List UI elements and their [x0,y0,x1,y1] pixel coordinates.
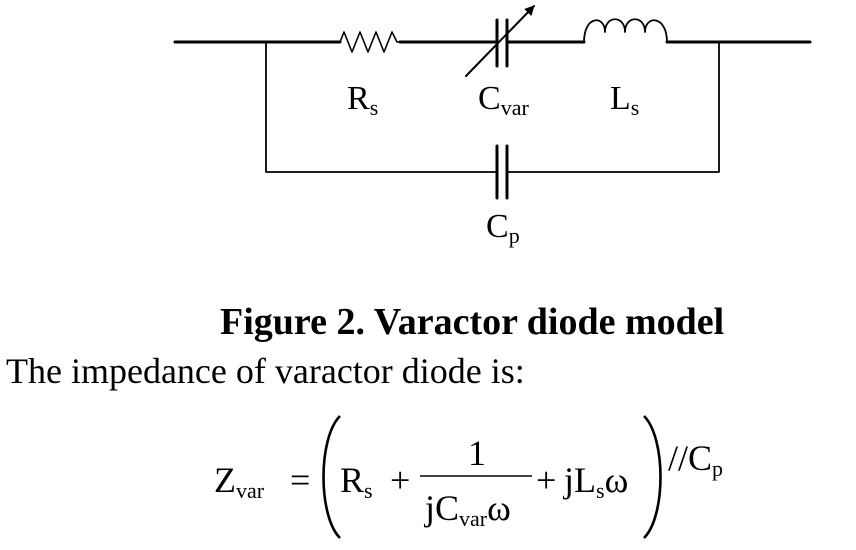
eq-term-ls: jLsω [564,460,629,502]
parallel-branch-left [265,41,497,173]
eq-lhs: Zvar [214,460,264,502]
label-ls: Ls [610,80,639,119]
eq-term-rs-sub: s [364,478,373,503]
label-cvar: Cvar [478,80,529,119]
label-rs: Rs [347,80,378,119]
eq-parallel-cp: //Cp [668,438,723,480]
label-cvar-sub: var [500,95,529,120]
inductor-ls [583,18,668,43]
figure-caption: Figure 2. Varactor diode model [220,301,725,343]
eq-term-ls-main: L [574,460,597,500]
body-text: The impedance of varactor diode is: [6,351,525,391]
eq-term-rs: Rs [340,460,373,502]
eq-term-ls-sub: s [596,478,605,503]
eq-plus-2: + [536,460,557,500]
cvar-arrow [465,5,535,77]
resistor-rs [339,31,401,53]
eq-plus-1: + [390,460,411,500]
label-cp-sub: p [508,223,520,248]
eq-lhs-main: Z [214,460,236,500]
eq-denominator-sub: var [459,506,488,531]
eq-term-ls-j: j [564,460,575,500]
eq-term-rs-main: R [340,460,365,500]
label-ls-main: L [610,80,631,117]
eq-rhs-main: C [688,438,713,478]
fraction-bar [420,475,532,477]
eq-denominator-j: j [425,488,436,528]
eq-numerator: 1 [468,433,486,473]
label-cp-main: C [486,208,509,245]
label-rs-sub: s [369,95,379,120]
eq-denominator-omega: ω [487,488,511,528]
label-cvar-main: C [478,80,501,117]
right-paren [643,415,662,539]
eq-rhs-sub: p [712,456,724,481]
label-cp: Cp [486,208,520,247]
parallel-branch-right [507,41,720,173]
label-ls-sub: s [630,95,640,120]
eq-parallel-symbol: // [668,438,689,478]
eq-denominator: jCvarω [425,488,511,530]
label-rs-main: R [347,80,370,117]
left-paren [322,415,341,539]
eq-lhs-sub: var [236,478,265,503]
eq-denominator-main: C [435,488,460,528]
eq-equals: = [290,460,311,500]
eq-term-ls-omega: ω [604,460,629,500]
